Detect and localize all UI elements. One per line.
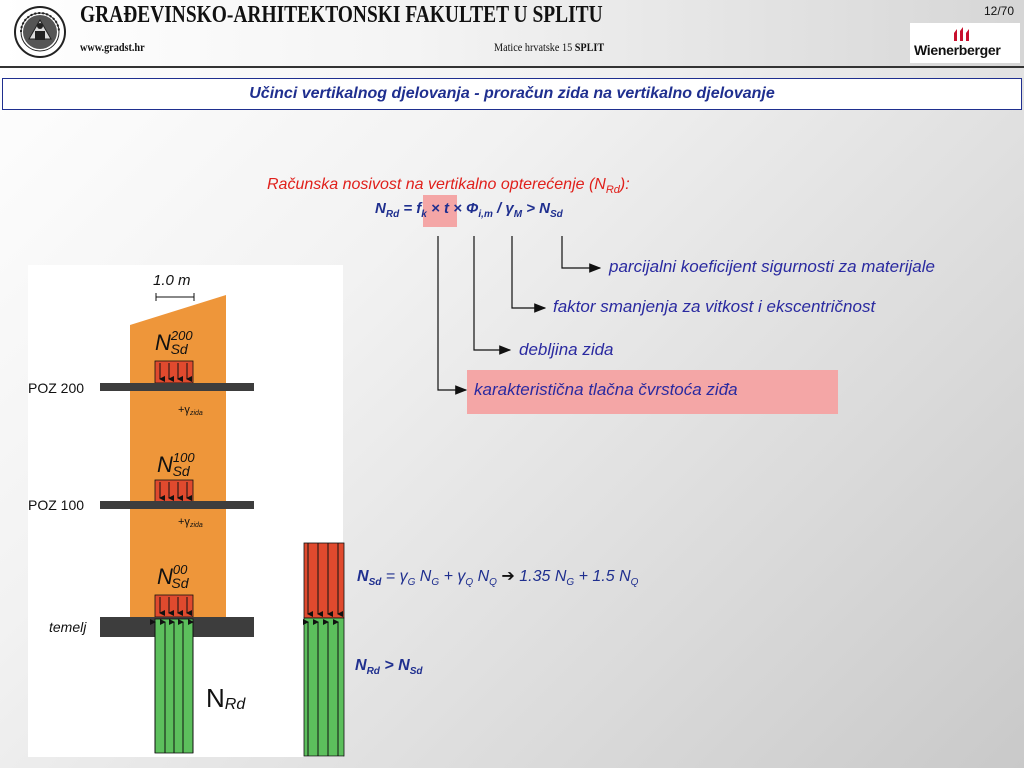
page-header: GRAĐEVINSKO-ARHITEKTONSKI FAKULTET U SPL… — [0, 0, 1024, 68]
formula-gamma-sub: M — [513, 209, 523, 220]
self-weight-label-2: +γzida — [178, 516, 203, 529]
eq-result-1: 1.35 N — [519, 568, 567, 585]
slide-title: Učinci vertikalnog djelovanja - proračun… — [249, 85, 775, 102]
formula-heading-text: Računska nosivost na vertikalno optereće… — [267, 176, 606, 193]
page-counter: 12/70 — [983, 4, 1014, 18]
self-weight-label-1: +γzida — [178, 404, 203, 417]
callout-gamma-m: parcijalni koeficijent sigurnosti za mat… — [609, 257, 935, 276]
connector-fk — [437, 236, 468, 395]
address-street: Matice hrvatske 15 — [494, 40, 573, 54]
eq-result-g: G — [566, 577, 575, 589]
faculty-address: Matice hrvatske 15 SPLIT — [494, 40, 604, 55]
check-rd: Rd — [366, 666, 380, 678]
eq-q-sub-2: Q — [489, 577, 497, 589]
formula-k: k — [421, 209, 427, 220]
connector-gamma-m — [561, 236, 602, 273]
eq-result-q: Q — [630, 577, 639, 589]
brand-logo: Wienerberger — [910, 23, 1020, 63]
level-label-temelj: temelj — [49, 619, 87, 635]
design-resistance-bar — [303, 617, 345, 757]
verification-bars — [303, 542, 345, 757]
eq-arrow-icon: ➔ — [496, 568, 520, 585]
brand-mark-icon — [954, 27, 969, 41]
eq-result-2: + 1.5 N — [574, 568, 631, 585]
formula-gamma: γ — [505, 200, 514, 217]
faculty-title: GRAĐEVINSKO-ARHITEKTONSKI FAKULTET U SPL… — [80, 2, 603, 28]
eq-q-sub: Q — [465, 577, 474, 589]
eq-nsd-sub: Sd — [368, 577, 382, 589]
eq-part-3: + γ — [439, 568, 466, 585]
eq-part-4: N — [473, 568, 490, 585]
formula-sd: Sd — [549, 209, 563, 220]
faculty-seal-icon — [14, 6, 66, 58]
verification-condition: NRd > NSd — [355, 657, 422, 677]
slab-poz-200 — [100, 383, 254, 391]
level-label-poz-100: POZ 100 — [28, 497, 84, 513]
formula-times: × t × — [426, 200, 467, 217]
eq-part-2: N — [415, 568, 432, 585]
connector-phi — [511, 236, 547, 313]
formula-gt: > N — [522, 200, 550, 217]
formula-n: N — [375, 200, 386, 217]
eq-nsd-n: N — [357, 568, 369, 585]
check-gt: > N — [379, 657, 410, 674]
address-city: SPLIT — [574, 40, 605, 54]
eq-g-sub-2: G — [431, 577, 440, 589]
faculty-website-link[interactable]: www.gradst.hr — [80, 40, 145, 54]
callout-fk: karakteristična tlačna čvrstoća ziđa — [474, 380, 738, 399]
check-sd: Sd — [409, 666, 423, 678]
load-arrows-100 — [154, 479, 194, 503]
slab-poz-100 — [100, 501, 254, 509]
formula-rd: Rd — [385, 209, 400, 220]
resistance-label: NRd — [206, 683, 246, 713]
formula-main: NRd = fk × t × Φi,m / γM > NSd — [375, 200, 563, 220]
formula-f: f — [416, 200, 422, 217]
formula-equals: = — [399, 200, 417, 217]
design-load-equation: NSd = γG NG + γQ NQ ➔ 1.35 NG + 1.5 NQ — [357, 566, 638, 588]
load-arrows-200 — [154, 360, 194, 384]
wall-body — [130, 295, 226, 617]
callout-phi: faktor smanjenja za vitkost i ekscentrič… — [553, 297, 876, 316]
width-label: 1.0 m — [153, 272, 191, 289]
slide-title-box: Učinci vertikalnog djelovanja - proračun… — [2, 78, 1022, 110]
connector-t — [473, 236, 512, 355]
eq-part-1: = γ — [381, 568, 408, 585]
formula-heading-sub: Rd — [605, 184, 620, 197]
formula-phi-sub: i,m — [478, 209, 493, 220]
design-load-bar — [303, 542, 345, 619]
fk-label-highlight — [467, 370, 838, 414]
level-label-poz-200: POZ 200 — [28, 380, 84, 396]
load-arrows-00 — [154, 594, 194, 618]
formula-slash: / — [492, 200, 506, 217]
formula-phi: Φ — [466, 200, 479, 217]
check-n: N — [355, 657, 367, 674]
callout-t: debljina zida — [519, 340, 614, 359]
fk-highlight — [423, 195, 457, 227]
resistance-columns — [150, 618, 194, 754]
formula-heading: Računska nosivost na vertikalno optereće… — [267, 176, 630, 196]
eq-g-sub: G — [407, 577, 416, 589]
brand-name: Wienerberger — [914, 42, 1001, 58]
formula-heading-end: ): — [619, 176, 630, 193]
